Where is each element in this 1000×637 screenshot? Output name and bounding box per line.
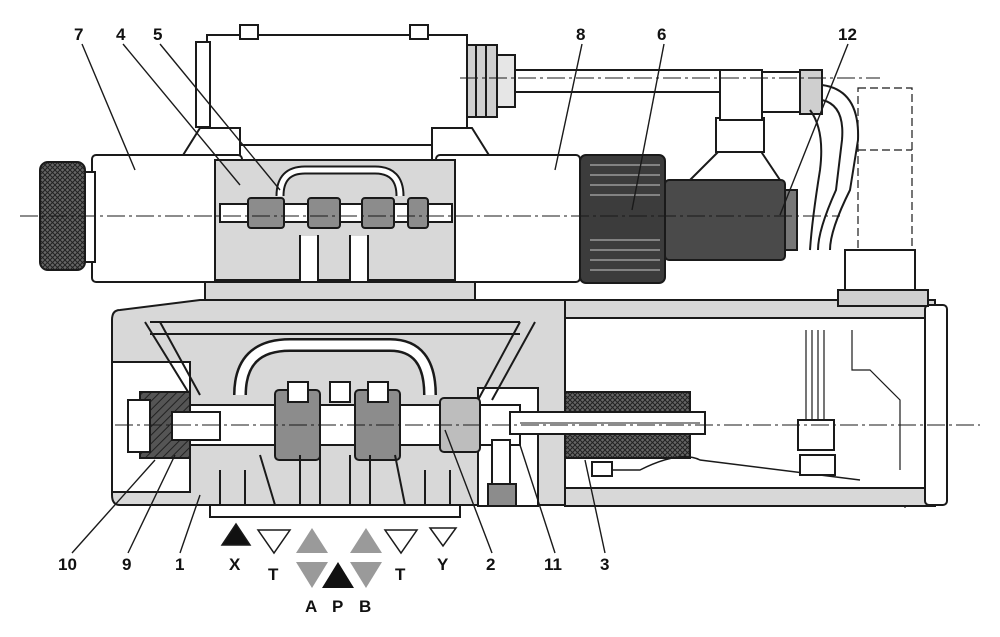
callout-4: 4 (116, 25, 126, 44)
port-x-arrow (220, 522, 252, 546)
main-position-sensor (509, 249, 948, 507)
cable-gland (466, 44, 498, 118)
port-label-x: X (229, 555, 241, 574)
callout-10: 10 (58, 555, 77, 574)
port-b-down-arrow (350, 562, 382, 588)
port-b-up-arrow (350, 528, 382, 553)
plug-housing (206, 34, 468, 146)
port-labels: X T T Y A P B (229, 555, 449, 616)
port-a-up-arrow (296, 528, 328, 553)
port-t-left-arrow (256, 529, 292, 555)
port-symbols (220, 522, 458, 588)
center-lines (20, 77, 980, 426)
callout-8: 8 (576, 25, 585, 44)
leader-lines (71, 43, 849, 554)
port-label-t-left: T (268, 565, 279, 584)
port-t-right-arrow (383, 529, 419, 555)
port-label-y: Y (437, 555, 449, 574)
callout-12: 12 (838, 25, 857, 44)
pilot-position-sensor (579, 69, 823, 284)
callout-labels: 7 4 5 8 6 12 10 9 1 2 11 3 (58, 25, 857, 574)
port-label-p: P (332, 597, 343, 616)
port-label-t-right: T (395, 565, 406, 584)
port-a-down-arrow (296, 562, 328, 588)
port-label-a: A (305, 597, 317, 616)
port-y-arrow (428, 527, 458, 548)
callout-5: 5 (153, 25, 162, 44)
pilot-valve (39, 24, 726, 283)
port-label-b: B (359, 597, 371, 616)
port-p-arrow (322, 562, 354, 588)
sensor-cable (809, 84, 860, 251)
callout-11: 11 (544, 555, 562, 574)
callout-9: 9 (122, 555, 131, 574)
callout-6: 6 (657, 25, 666, 44)
callout-3: 3 (600, 555, 609, 574)
solenoid-right (435, 154, 581, 283)
callout-7: 7 (74, 25, 83, 44)
callout-1: 1 (175, 555, 184, 574)
callout-2: 2 (486, 555, 495, 574)
main-valve (111, 281, 566, 518)
